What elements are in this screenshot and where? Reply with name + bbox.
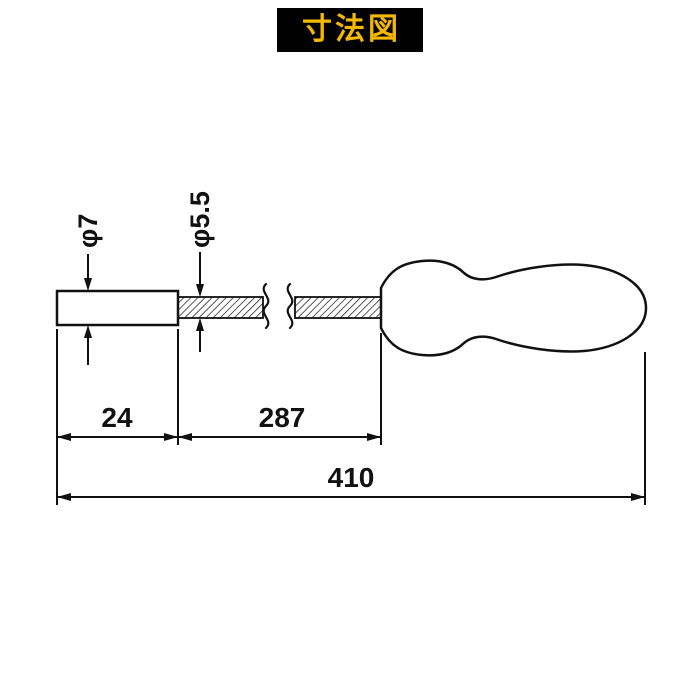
shaft-right-segment xyxy=(294,296,382,319)
dim-24-label: 24 xyxy=(101,402,133,433)
handle-outline xyxy=(379,259,648,357)
dim-24-left-arrow xyxy=(57,433,71,441)
break-symbol-right xyxy=(286,282,294,330)
dim-24-right-arrow xyxy=(164,433,178,441)
page-title: 寸法図 xyxy=(277,8,423,52)
dim-410-label: 410 xyxy=(328,462,375,493)
dim-287-right-arrow xyxy=(367,433,381,441)
dim-410-right-arrow xyxy=(631,493,645,501)
dim-phi55-lower-arrow xyxy=(196,318,204,331)
dim-phi7-upper-arrow xyxy=(84,278,92,291)
dim-410-left-arrow xyxy=(57,493,71,501)
dim-phi55-label: φ5.5 xyxy=(185,191,215,248)
break-symbol-left xyxy=(262,282,270,330)
shaft-left-segment xyxy=(177,296,264,319)
dim-phi55-upper-arrow xyxy=(196,284,204,297)
dim-287-label: 287 xyxy=(259,402,306,433)
dim-phi7-lower-arrow xyxy=(84,325,92,338)
dim-phi7-label: φ7 xyxy=(73,214,103,248)
tip-outline xyxy=(55,289,180,327)
banner: 寸法図 xyxy=(0,8,700,52)
dim-287-left-arrow xyxy=(178,433,192,441)
